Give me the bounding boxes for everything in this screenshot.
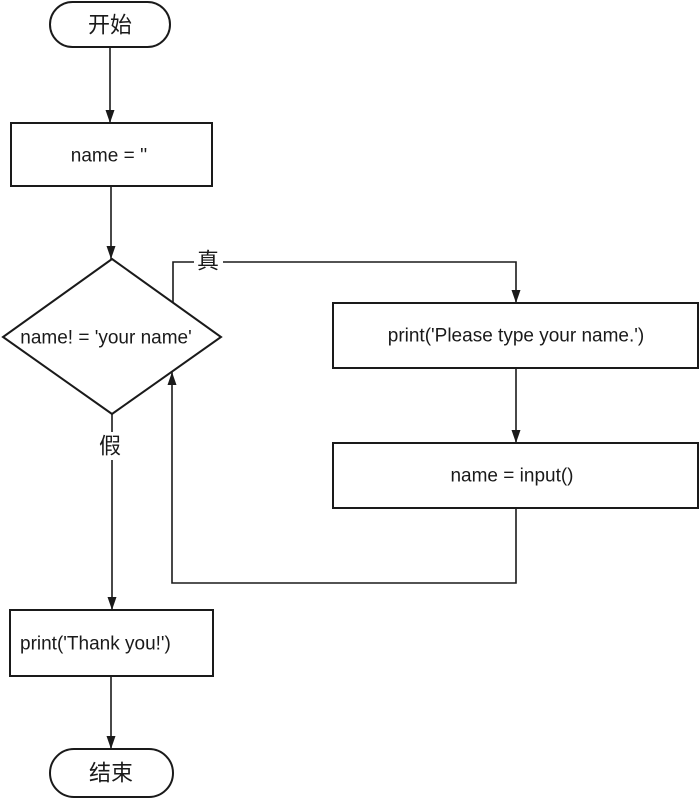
node-end: 结束 [49, 748, 174, 798]
start-terminator-shape [49, 1, 171, 48]
read-input-process-shape [332, 442, 699, 509]
edge-label-true: 真 [194, 248, 223, 275]
init-name-process-shape [10, 122, 213, 187]
edge-label-false-text: 假 [99, 434, 121, 459]
end-label: 结束 [89, 761, 133, 786]
node-read-input: name = input() [332, 442, 699, 509]
print-prompt-process-shape [332, 302, 699, 369]
node-check-name: name! = 'your name' [1, 257, 223, 416]
print-thanks-label: print('Thank you!') [20, 634, 171, 655]
print-prompt-label: print('Please type your name.') [388, 326, 644, 347]
check-name-label: name! = 'your name' [20, 328, 191, 349]
init-name-label: name = '' [71, 146, 147, 167]
edge-label-true-text: 真 [197, 249, 219, 274]
edge-input-loop-to-decision [167, 372, 517, 584]
node-start: 开始 [49, 1, 171, 48]
node-print-thanks: print('Thank you!') [9, 609, 214, 677]
node-init-name: name = '' [10, 122, 213, 187]
edge-label-false-bg [97, 432, 125, 460]
edge-label-false: 假 [97, 432, 125, 460]
node-print-prompt: print('Please type your name.') [332, 302, 699, 369]
print-thanks-process-shape [9, 609, 214, 677]
end-terminator-shape [49, 748, 174, 798]
start-label: 开始 [88, 13, 132, 38]
check-name-decision-shape [1, 257, 223, 416]
read-input-label: name = input() [450, 466, 573, 487]
edge-label-true-bg [194, 248, 223, 275]
edge-decision-true-to-prompt [172, 261, 521, 303]
